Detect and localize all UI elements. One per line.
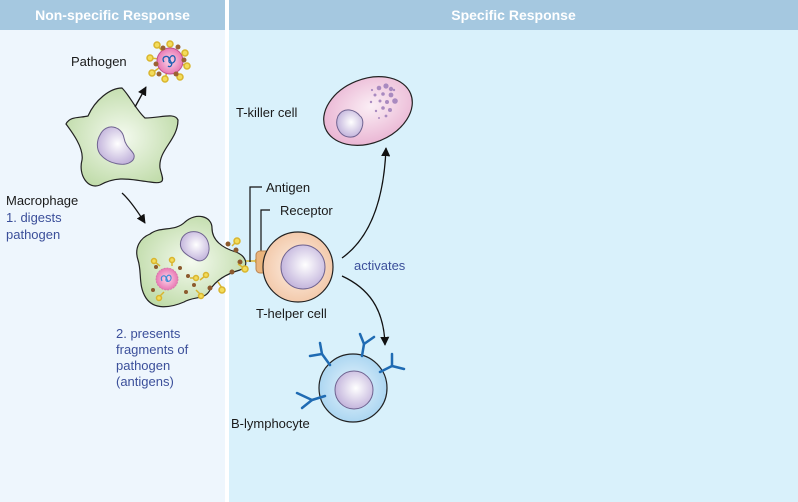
step2-line1: 2. presents	[116, 326, 181, 341]
b-lymphocyte-cell	[295, 332, 406, 423]
step1-line2: pathogen	[6, 227, 60, 242]
pathogen-virus	[146, 40, 191, 83]
t-helper-cell	[255, 231, 334, 303]
macrophage-label: Macrophage	[6, 193, 78, 208]
receptor-leader-line	[260, 209, 270, 252]
b-lymphocyte-label: B-lymphocyte	[231, 416, 310, 431]
arrow-activates-b-cell	[341, 275, 390, 346]
specific-panel: Specific Response	[229, 0, 798, 502]
arrow-digests	[121, 192, 146, 224]
receptor-label: Receptor	[280, 203, 333, 218]
step2-line2: fragments of	[116, 342, 189, 357]
antigen-leader-line	[249, 186, 262, 262]
non-specific-header: Non-specific Response	[0, 0, 225, 30]
macrophage-presenting-cell	[136, 215, 264, 308]
activates-label: activates	[354, 258, 406, 273]
arrow-to-pathogen	[134, 86, 147, 108]
macrophage-cell	[65, 87, 179, 187]
antigen-label: Antigen	[266, 180, 310, 195]
antibody-icons	[295, 332, 406, 410]
t-killer-cell	[323, 76, 413, 146]
arrow-activates-t-killer	[341, 147, 391, 259]
t-helper-label: T-helper cell	[256, 306, 327, 321]
t-killer-label: T-killer cell	[236, 105, 298, 120]
step2-line4: (antigens)	[116, 374, 174, 389]
step1-line1: 1. digests	[6, 210, 62, 225]
step2-line3: pathogen	[116, 358, 170, 373]
specific-header: Specific Response	[229, 0, 798, 30]
pathogen-label: Pathogen	[71, 54, 127, 69]
